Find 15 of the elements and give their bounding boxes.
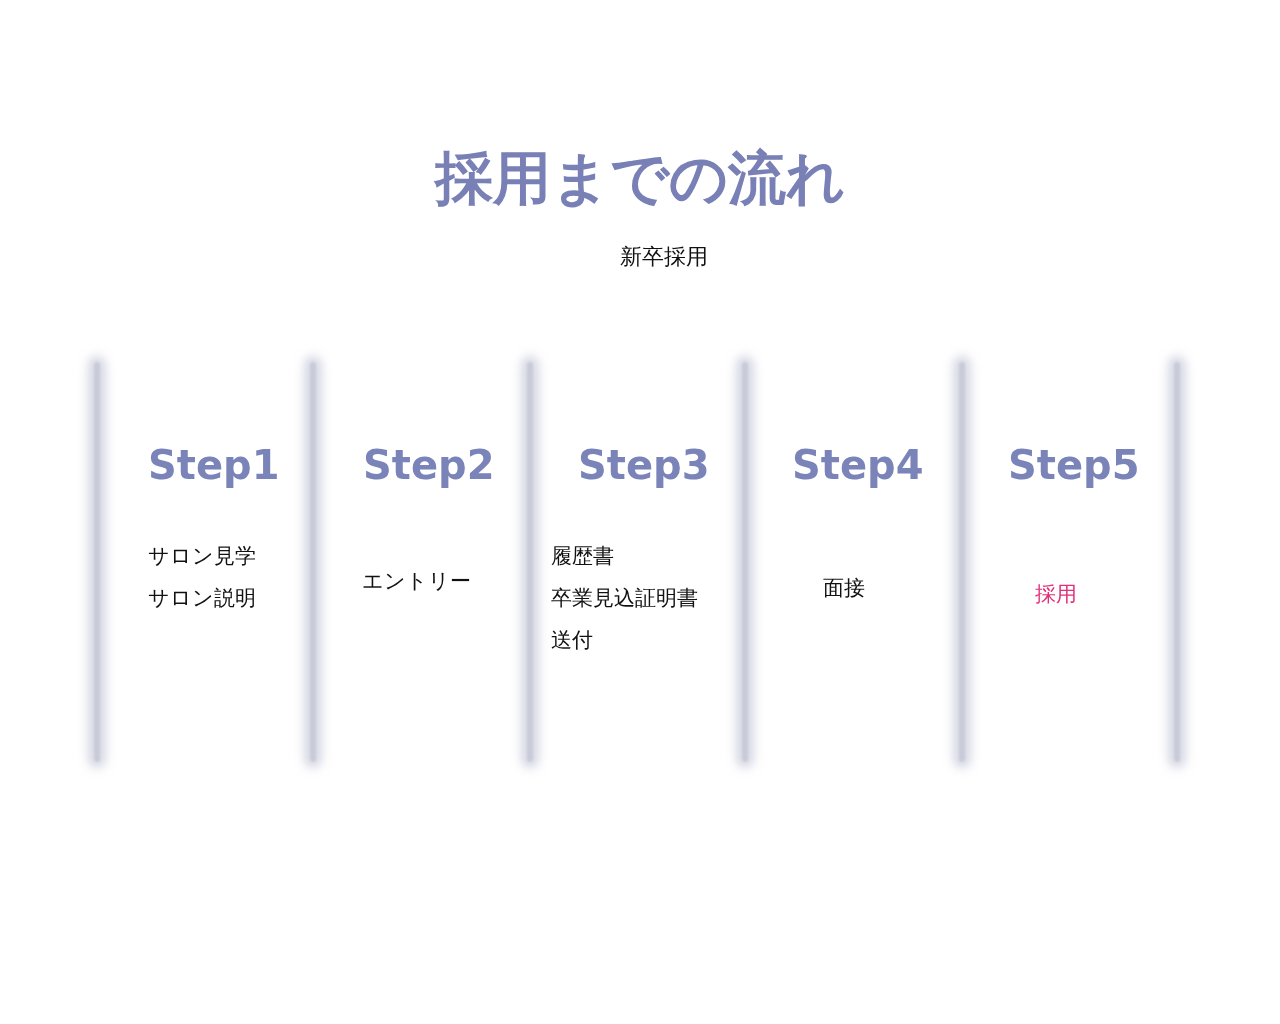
step-text: 卒業見込証明書 <box>551 585 698 612</box>
step-text: 採用 <box>1035 581 1077 608</box>
step-heading: Step1 <box>148 442 280 488</box>
step-text: 面接 <box>823 575 865 602</box>
step-heading: Step4 <box>792 442 924 488</box>
step-text: サロン説明 <box>148 585 256 612</box>
subtitle: 新卒採用 <box>620 243 708 271</box>
title: 採用までの流れ <box>435 144 845 212</box>
step-text: サロン見学 <box>148 543 256 570</box>
step-heading: Step5 <box>1008 442 1140 488</box>
step-text: 送付 <box>551 627 593 654</box>
step-heading: Step2 <box>363 442 495 488</box>
step-text: 履歴書 <box>551 543 614 570</box>
step-heading: Step3 <box>578 442 710 488</box>
step-text: エントリー <box>362 568 471 595</box>
